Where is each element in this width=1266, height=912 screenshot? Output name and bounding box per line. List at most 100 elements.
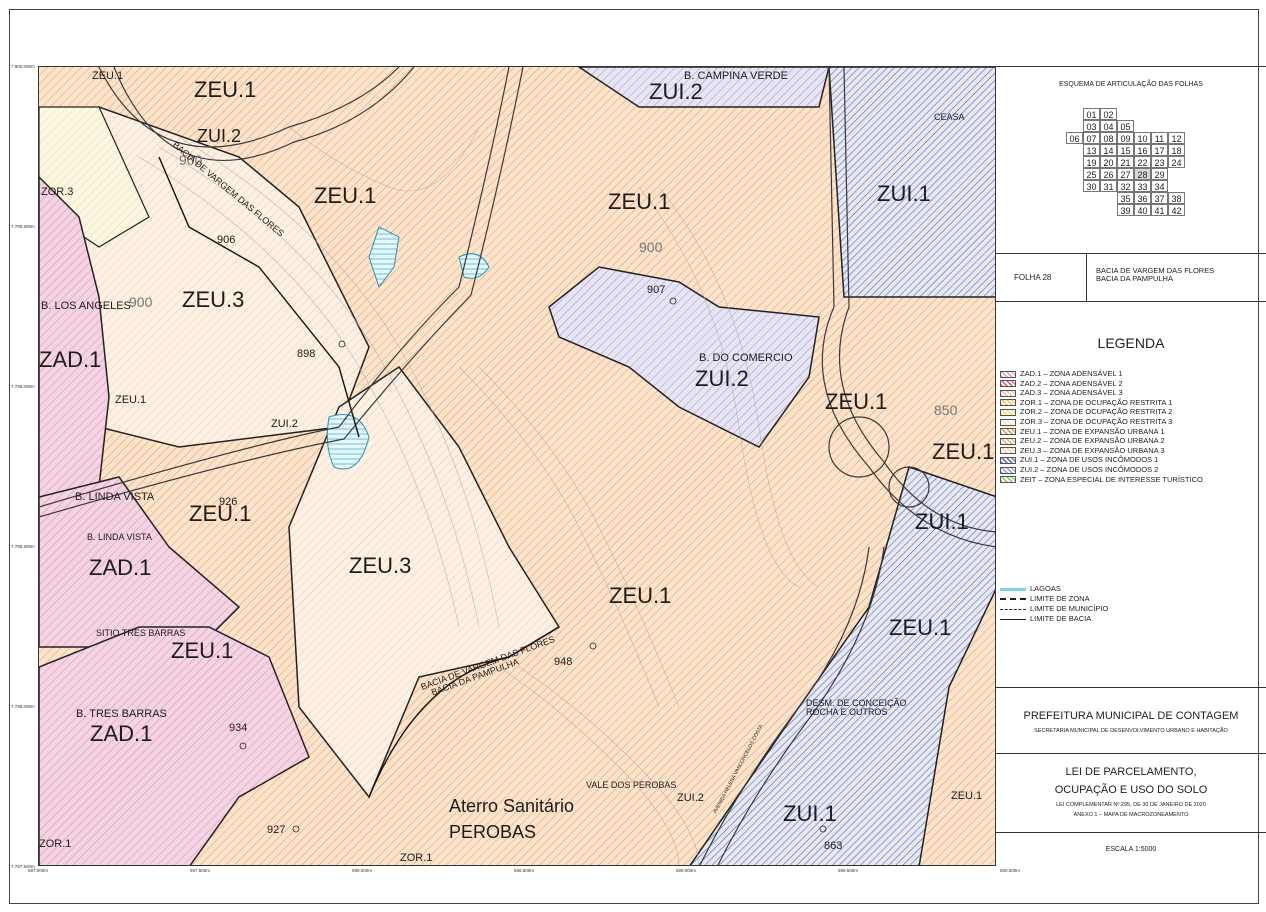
- zone-label: CEASA: [934, 112, 965, 122]
- x-tick-label: 599.000m: [676, 868, 697, 873]
- sheet-cell-21[interactable]: 21: [1117, 156, 1134, 168]
- sheet-cell-39[interactable]: 39: [1117, 204, 1134, 216]
- sheet-cell-31[interactable]: 31: [1100, 180, 1117, 192]
- zone-label: ZEU.3: [182, 287, 245, 312]
- legend-item: ZOR.3 – ZONA DE OCUPAÇÃO RESTRITA 3: [1000, 417, 1172, 427]
- x-tick-label: 597.500m: [190, 868, 211, 873]
- folha-section: FOLHA 28 BACIA DE VARGEM DAS FLORES BACI…: [996, 254, 1266, 302]
- sheet-cell-33[interactable]: 33: [1134, 180, 1151, 192]
- sheet-cell-01[interactable]: 01: [1083, 108, 1100, 120]
- sheet-cell-15[interactable]: 15: [1117, 144, 1134, 156]
- sheet-cell-24[interactable]: 24: [1168, 156, 1185, 168]
- zone-label: ZEU.1: [825, 389, 888, 414]
- sheet-cell-27[interactable]: 27: [1117, 168, 1134, 180]
- legend-text: ZAD.2 – ZONA ADENSÁVEL 2: [1020, 378, 1123, 388]
- law-title-2: OCUPAÇÃO E USO DO SOLO: [1054, 784, 1208, 796]
- zone-label: ZEU.1: [609, 583, 672, 608]
- sheet-cell-02[interactable]: 02: [1100, 108, 1117, 120]
- y-tick-label: 7.798.500m: [11, 544, 35, 549]
- legend-text: ZEU.2 – ZONA DE EXPANSÃO URBANA 2: [1020, 436, 1165, 446]
- sheet-cell-14[interactable]: 14: [1100, 144, 1117, 156]
- zone-label: ZEU.1: [889, 615, 952, 640]
- sheet-cell-08[interactable]: 08: [1100, 132, 1117, 144]
- sheet-cell-04[interactable]: 04: [1100, 120, 1117, 132]
- elevation-label: 900: [179, 152, 203, 168]
- line-legend-text: LIMITE DE ZONA: [1030, 594, 1090, 603]
- x-tick-label: 600.000m: [1000, 868, 1021, 873]
- line-legend-text: LIMITE DE MUNICÍPIO: [1030, 604, 1109, 613]
- sheet-cell-05[interactable]: 05: [1117, 120, 1134, 132]
- legend-item: ZUI.2 – ZONA DE USOS INCÔMODOS 2: [1000, 465, 1158, 475]
- y-tick-label: 7.798.000m: [11, 704, 35, 709]
- org-section: PREFEITURA MUNICIPAL DE CONTAGEM SECRETA…: [996, 688, 1266, 754]
- sheet-cell-28[interactable]: 28: [1134, 168, 1151, 180]
- sheet-cell-03[interactable]: 03: [1083, 120, 1100, 132]
- legend-swatch: [1000, 437, 1016, 445]
- zone-label: DESM. DE CONCEIÇÃO ROCHA E OUTROS: [806, 698, 907, 717]
- zone-label: ZEU.1: [608, 189, 671, 214]
- zone-label: SITIO TRES BARRAS: [96, 628, 186, 638]
- sheet-cell-11[interactable]: 11: [1151, 132, 1168, 144]
- sheet-cell-34[interactable]: 34: [1151, 180, 1168, 192]
- sheet-cell-38[interactable]: 38: [1168, 192, 1185, 204]
- line-legend-item: LIMITE DE MUNICÍPIO: [1000, 604, 1108, 614]
- zone-label: B. TRES BARRAS: [76, 708, 167, 720]
- sheet-cell-10[interactable]: 10: [1134, 132, 1151, 144]
- folha-label: FOLHA 28: [1014, 273, 1052, 282]
- zone-label: ZUI.1: [915, 509, 969, 534]
- x-tick-label: 599.500m: [838, 868, 859, 873]
- sheet-cell-20[interactable]: 20: [1100, 156, 1117, 168]
- org-subtitle: SECRETARIA MUNICIPAL DE DESENVOLVIMENTO …: [1034, 728, 1228, 734]
- zone-label: ZOR.1: [400, 852, 433, 864]
- sheet-cell-07[interactable]: 07: [1083, 132, 1100, 144]
- sheet-cell-42[interactable]: 42: [1168, 204, 1185, 216]
- sheet-cell-36[interactable]: 36: [1134, 192, 1151, 204]
- sheet-cell-40[interactable]: 40: [1134, 204, 1151, 216]
- zone-label: ZUI.2: [197, 126, 242, 146]
- legend-swatch: [1000, 408, 1016, 416]
- scale-label: ESCALA 1:5000: [1105, 846, 1157, 853]
- legend-title: LEGENDA: [1097, 335, 1165, 351]
- elevation-label: 900: [129, 294, 153, 310]
- line-legend-text: LIMITE DE BACIA: [1030, 614, 1092, 623]
- elevation-label: 927: [267, 824, 286, 836]
- line-symbol: [1000, 608, 1026, 610]
- legend-text: ZOR.1 – ZONA DE OCUPAÇÃO RESTRITA 1: [1020, 397, 1173, 407]
- sheet-cell-37[interactable]: 37: [1151, 192, 1168, 204]
- sheet-cell-06[interactable]: 06: [1066, 132, 1083, 144]
- sheet-cell-41[interactable]: 41: [1151, 204, 1168, 216]
- legend-item: ZEIT – ZONA ESPECIAL DE INTERESSE TURÍST…: [1000, 475, 1203, 485]
- scale-section: ESCALA 1:5000: [996, 833, 1266, 867]
- zone-label: ZAD.1: [89, 555, 152, 580]
- sheet-cell-25[interactable]: 25: [1083, 168, 1100, 180]
- zone-label: ZEU.1: [194, 77, 257, 102]
- zone-label: ZAD.1: [39, 347, 102, 372]
- sheet-cell-26[interactable]: 26: [1100, 168, 1117, 180]
- legend-item: ZUI.1 – ZONA DE USOS INCÔMODOS 1: [1000, 455, 1158, 465]
- sheet-cell-19[interactable]: 19: [1083, 156, 1100, 168]
- sheet-cell-12[interactable]: 12: [1168, 132, 1185, 144]
- sheet-cell-13[interactable]: 13: [1083, 144, 1100, 156]
- sheet-cell-32[interactable]: 32: [1117, 180, 1134, 192]
- sheet-cell-30[interactable]: 30: [1083, 180, 1100, 192]
- sheet-cell-16[interactable]: 16: [1134, 144, 1151, 156]
- sheet-cell-17[interactable]: 17: [1151, 144, 1168, 156]
- zone-label: B. LINDA VISTA: [87, 532, 152, 542]
- law-annex: ANEXO 1 – MAPA DE MACROZONEAMENTO: [1073, 812, 1189, 818]
- sheet-cell-23[interactable]: 23: [1151, 156, 1168, 168]
- zone-label: ZEU.1: [951, 790, 983, 802]
- sheet-cell-22[interactable]: 22: [1134, 156, 1151, 168]
- law-section: LEI DE PARCELAMENTO, OCUPAÇÃO E USO DO S…: [996, 754, 1266, 833]
- sheet-cell-35[interactable]: 35: [1117, 192, 1134, 204]
- legend-swatch: [1000, 447, 1016, 455]
- x-tick-label: 598.000m: [352, 868, 373, 873]
- sheet-cell-29[interactable]: 29: [1151, 168, 1168, 180]
- sheet-cell-18[interactable]: 18: [1168, 144, 1185, 156]
- elevation-label: 907: [647, 284, 666, 296]
- sheet-cell-09[interactable]: 09: [1117, 132, 1134, 144]
- elevation-label: 863: [824, 840, 843, 852]
- zone-label: B. LOS ANGELES: [41, 300, 131, 312]
- legend-item: ZEU.2 – ZONA DE EXPANSÃO URBANA 2: [1000, 436, 1165, 446]
